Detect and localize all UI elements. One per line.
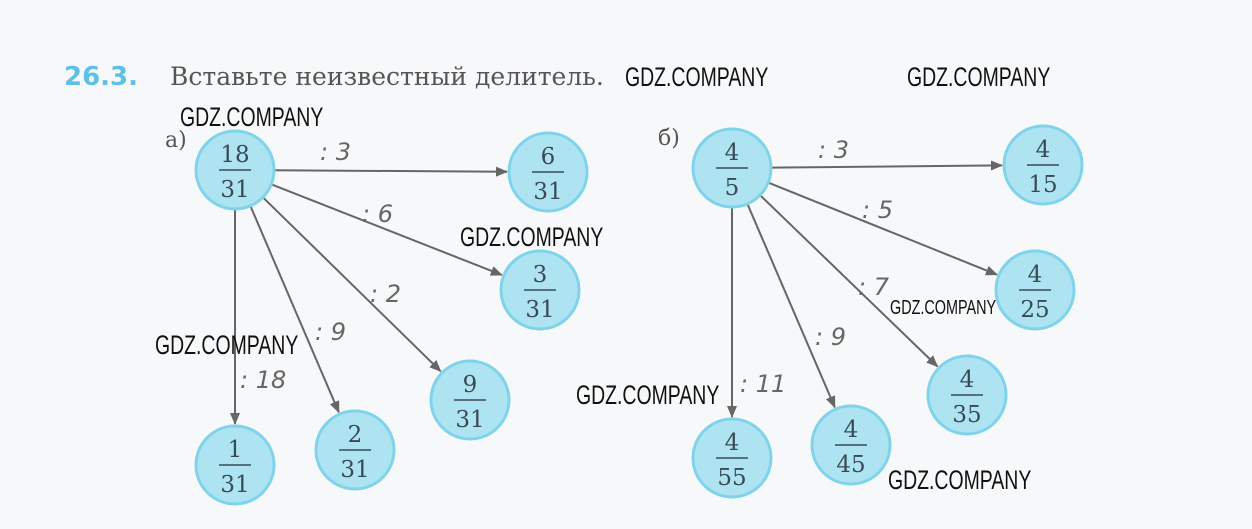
arrow — [746, 203, 836, 409]
divisor-label: : 11 — [740, 370, 786, 398]
denominator: 31 — [220, 177, 249, 203]
arrow — [770, 160, 1004, 171]
result-node: 231 — [314, 409, 396, 491]
denominator: 35 — [952, 402, 981, 428]
arrow — [767, 181, 998, 276]
result-node: 131 — [194, 424, 276, 506]
denominator: 31 — [525, 297, 554, 323]
numerator: 4 — [725, 430, 740, 456]
denominator: 25 — [1020, 297, 1049, 323]
denominator: 31 — [220, 472, 249, 498]
result-node: 631 — [507, 131, 589, 213]
denominator: 15 — [1028, 172, 1057, 198]
divisor-label: : 18 — [240, 366, 286, 394]
numerator: 2 — [348, 422, 363, 448]
arrow — [262, 196, 442, 373]
source-node: 45 — [691, 127, 773, 209]
part-a-label: а) — [165, 128, 187, 153]
denominator: 31 — [455, 407, 484, 433]
result-node: 435 — [926, 354, 1008, 436]
part-b-label: б) — [658, 126, 680, 151]
denominator: 55 — [717, 465, 746, 491]
numerator: 4 — [1028, 262, 1043, 288]
numerator: 4 — [725, 140, 740, 166]
result-node: 445 — [810, 404, 892, 486]
watermark: GDZ.COMPANY — [460, 222, 604, 252]
denominator: 5 — [725, 175, 740, 201]
exercise-number: 26.3. — [64, 62, 139, 92]
divisor-label: : 9 — [315, 318, 346, 346]
divisor-label: : 3 — [818, 136, 849, 164]
watermark: GDZ.COMPANY — [576, 380, 720, 410]
numerator: 4 — [960, 367, 975, 393]
divisor-label: : 9 — [815, 323, 846, 351]
divisor-label: : 6 — [362, 200, 393, 228]
numerator: 18 — [220, 142, 249, 168]
watermark: GDZ.COMPANY — [888, 465, 1032, 495]
watermark: GDZ.COMPANY — [890, 297, 997, 319]
exercise-title: Вставьте неизвестный делитель. — [170, 62, 604, 91]
denominator: 45 — [836, 452, 865, 478]
numerator: 3 — [533, 262, 548, 288]
result-node: 455 — [691, 417, 773, 499]
denominator: 31 — [340, 457, 369, 483]
arrow — [249, 205, 340, 414]
numerator: 1 — [228, 437, 243, 463]
numerator: 4 — [844, 417, 859, 443]
numerator: 4 — [1036, 137, 1051, 163]
result-node: 931 — [429, 359, 511, 441]
arrow — [270, 183, 503, 276]
watermark: GDZ.COMPANY — [907, 62, 1051, 92]
divisor-label: : 7 — [858, 273, 890, 301]
arrow — [759, 194, 939, 368]
watermark: GDZ.COMPANY — [625, 62, 769, 92]
result-node: 331 — [499, 249, 581, 331]
numerator: 6 — [541, 144, 556, 170]
watermark: GDZ.COMPANY — [155, 330, 299, 360]
denominator: 31 — [533, 179, 562, 205]
divisor-label: : 2 — [370, 280, 401, 308]
divisor-label: : 3 — [320, 138, 351, 166]
arrow — [273, 166, 509, 177]
numerator: 9 — [463, 372, 478, 398]
result-node: 425 — [994, 249, 1076, 331]
watermark: GDZ.COMPANY — [180, 102, 324, 132]
divisor-label: : 5 — [862, 196, 893, 224]
result-node: 415 — [1002, 124, 1084, 206]
